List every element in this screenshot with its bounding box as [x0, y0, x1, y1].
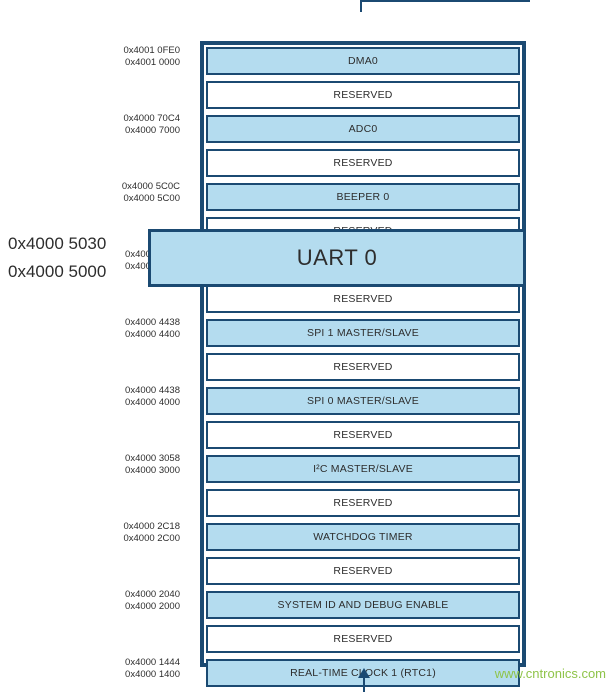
reserved-row: RESERVED: [206, 81, 520, 109]
reserved-row: RESERVED: [206, 625, 520, 653]
memory-block-row[interactable]: ADC0: [206, 115, 520, 143]
uart-callout-addresses: 0x4000 5030 0x4000 5000: [8, 230, 144, 286]
address-low: 0x4000 3000: [125, 465, 180, 476]
memory-block-row[interactable]: DMA0: [206, 47, 520, 75]
address-high: 0x4000 70C4: [123, 113, 180, 124]
address-high: 0x4000 5C0C: [121, 181, 180, 192]
uart-callout-block[interactable]: UART 0: [148, 229, 526, 287]
uart-callout-addr-hi: 0x4000 5030: [8, 234, 107, 253]
memory-block-row[interactable]: SPI 1 MASTER/SLAVE: [206, 319, 520, 347]
memory-block-row[interactable]: BEEPER 0: [206, 183, 520, 211]
memory-block-row[interactable]: I²C MASTER/SLAVE: [206, 455, 520, 483]
address-high: 0x4000 4438: [125, 317, 180, 328]
reserved-row: RESERVED: [206, 489, 520, 517]
memory-block-row[interactable]: SYSTEM ID AND DEBUG ENABLE: [206, 591, 520, 619]
address-low: 0x4001 0000: [125, 57, 180, 68]
address-high: 0x4001 0FE0: [123, 45, 180, 56]
address-low: 0x4000 2000: [125, 601, 180, 612]
reserved-row: RESERVED: [206, 149, 520, 177]
address-low: 0x4000 5C00: [123, 193, 180, 204]
reserved-row: RESERVED: [206, 285, 520, 313]
memory-block-row[interactable]: WATCHDOG TIMER: [206, 523, 520, 551]
address-high: 0x4000 3058: [125, 453, 180, 464]
reserved-row: RESERVED: [206, 557, 520, 585]
uart-callout-addr-lo: 0x4000 5000: [8, 262, 107, 281]
address-high: 0x4000 2040: [125, 589, 180, 600]
watermark: www.cntronics.com: [494, 666, 606, 681]
bottom-arrow-icon: [358, 668, 370, 692]
address-high: 0x4000 1444: [125, 657, 180, 668]
address-low: 0x4000 4000: [125, 397, 180, 408]
address-high: 0x4000 2C18: [123, 521, 180, 532]
address-low: 0x4000 7000: [125, 125, 180, 136]
reserved-row: RESERVED: [206, 421, 520, 449]
top-connector-line: [360, 0, 530, 12]
address-low: 0x4000 4400: [125, 329, 180, 340]
address-high: 0x4000 4438: [125, 385, 180, 396]
address-low: 0x4000 2C00: [123, 533, 180, 544]
memory-block-row[interactable]: SPI 0 MASTER/SLAVE: [206, 387, 520, 415]
reserved-row: RESERVED: [206, 353, 520, 381]
address-low: 0x4000 1400: [125, 669, 180, 680]
